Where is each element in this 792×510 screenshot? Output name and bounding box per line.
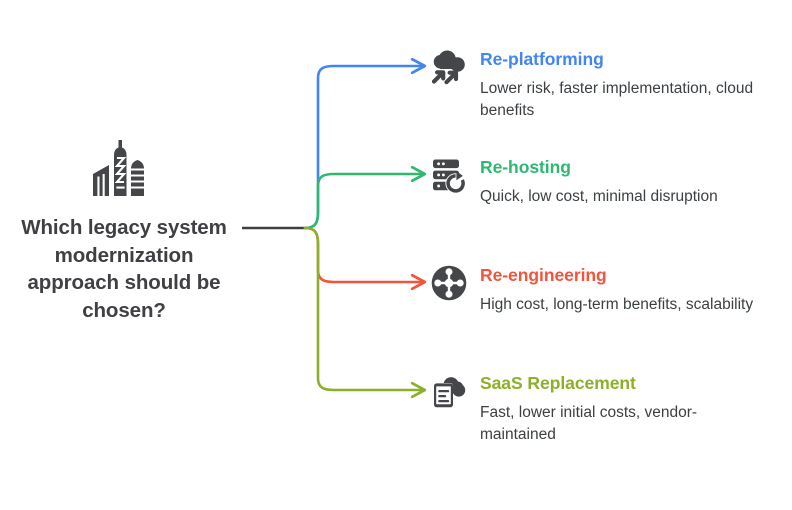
branch-title: Re-engineering (480, 265, 607, 285)
branch-title: SaaS Replacement (480, 373, 636, 393)
branch-description: Quick, low cost, minimal disruption (480, 188, 718, 206)
branch-description: Fast, lower initial costs, vendor-mainta… (480, 404, 698, 444)
branch-re-platforming[interactable]: Re-platforming Lower risk, faster implem… (430, 48, 786, 122)
server-refresh-icon (433, 159, 466, 194)
page-title: Which legacy system modernization approa… (21, 216, 227, 323)
branch-saas-replacement[interactable]: SaaS Replacement Fast, lower initial cos… (430, 372, 786, 446)
connector-re-platforming (303, 57, 427, 230)
branch-text-block: Re-hosting Quick, low cost, minimal disr… (480, 156, 786, 208)
branch-title: Re-platforming (480, 49, 604, 69)
city-buildings-icon (93, 140, 144, 196)
document-cloud-icon (434, 377, 466, 408)
branch-text-block: SaaS Replacement Fast, lower initial cos… (480, 372, 786, 446)
branch-text-block: Re-platforming Lower risk, faster implem… (480, 48, 786, 122)
branch-title: Re-hosting (480, 157, 571, 177)
connector-re-hosting (303, 165, 427, 230)
branch-re-hosting[interactable]: Re-hosting Quick, low cost, minimal disr… (430, 156, 786, 208)
cloud-upload-arrows-icon (431, 50, 465, 85)
root-question-node: Which legacy system modernization approa… (8, 138, 240, 325)
branch-re-engineering[interactable]: Re-engineering High cost, long-term bene… (430, 264, 786, 316)
connector-re-engineering (303, 226, 427, 291)
branch-text-block: Re-engineering High cost, long-term bene… (480, 264, 786, 316)
branch-description: Lower risk, faster implementation, cloud… (480, 80, 754, 120)
network-hub-nodes-icon (431, 265, 467, 301)
connector-saas-replacement (303, 226, 427, 399)
branch-description: High cost, long-term benefits, scalabili… (480, 296, 754, 314)
